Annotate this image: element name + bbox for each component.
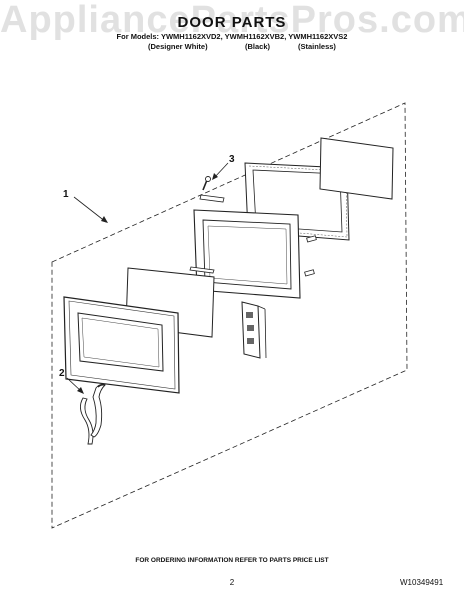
leader-arrow-2 (77, 387, 84, 394)
variant-designer-white: (Designer White) (148, 42, 208, 51)
leader-arrow-3 (212, 173, 218, 180)
page-number: 2 (229, 578, 235, 587)
callout-3: 3 (229, 154, 235, 165)
ordering-note: FOR ORDERING INFORMATION REFER TO PARTS … (135, 557, 329, 564)
screw-icon (202, 176, 211, 191)
document-part-number: W10349491 (400, 578, 444, 587)
latch-assembly (241, 301, 267, 359)
variant-black: (Black) (245, 42, 271, 51)
outer-glass-panel (319, 137, 394, 200)
leader-line-1 (73, 196, 107, 223)
callout-2: 2 (59, 368, 65, 379)
leader-arrow-1 (101, 216, 108, 223)
door-front-panel (63, 296, 180, 394)
watermark: AppliancePartsPros.com (0, 0, 464, 41)
handle-end-cap-icon (80, 383, 106, 445)
page-title: DOOR PARTS (177, 14, 287, 31)
hinge-bracket-top (199, 194, 225, 203)
inner-door-frame (193, 209, 301, 299)
variant-stainless: (Stainless) (298, 42, 336, 51)
assembly-boundary (51, 102, 408, 529)
callout-1: 1 (63, 189, 69, 200)
latch-clip-icon (304, 235, 317, 277)
hinge-bracket-bottom (189, 266, 215, 274)
models-line: For Models: YWMH1162XVD2, YWMH1162XVB2, … (116, 32, 348, 41)
